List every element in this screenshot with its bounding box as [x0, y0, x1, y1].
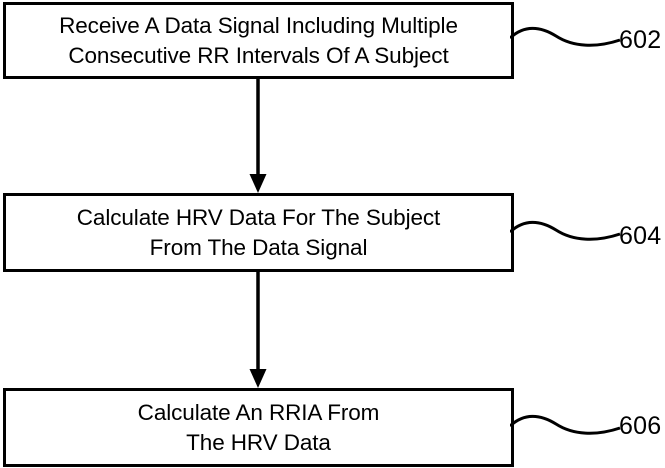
flow-step-602-line-2: Consecutive RR Intervals Of A Subject: [68, 42, 449, 68]
leader-line-604: [510, 220, 621, 241]
flow-step-box-606: Calculate An RRIA From The HRV Data: [3, 388, 514, 467]
flow-step-602-line-1: Receive A Data Signal Including Multiple: [59, 13, 458, 39]
flow-step-606-line-2: The HRV Data: [186, 429, 331, 455]
reference-label-602: 602: [619, 26, 662, 54]
leader-line-602: [510, 26, 621, 47]
leader-line-606: [510, 414, 621, 435]
flow-step-604-line-1: Calculate HRV Data For The Subject: [76, 205, 441, 231]
flow-step-box-604: Calculate HRV Data For The Subject From …: [3, 193, 514, 272]
flow-step-box-602: Receive A Data Signal Including Multiple…: [3, 2, 514, 79]
reference-label-604: 604: [619, 222, 662, 250]
connector-arrow-604-to-606: [249, 272, 267, 388]
reference-label-606: 606: [619, 412, 662, 440]
flow-step-606-line-1: Calculate An RRIA From: [137, 400, 380, 426]
flow-step-604-line-2: From The Data Signal: [149, 234, 368, 260]
connector-arrow-602-to-604: [249, 79, 267, 193]
